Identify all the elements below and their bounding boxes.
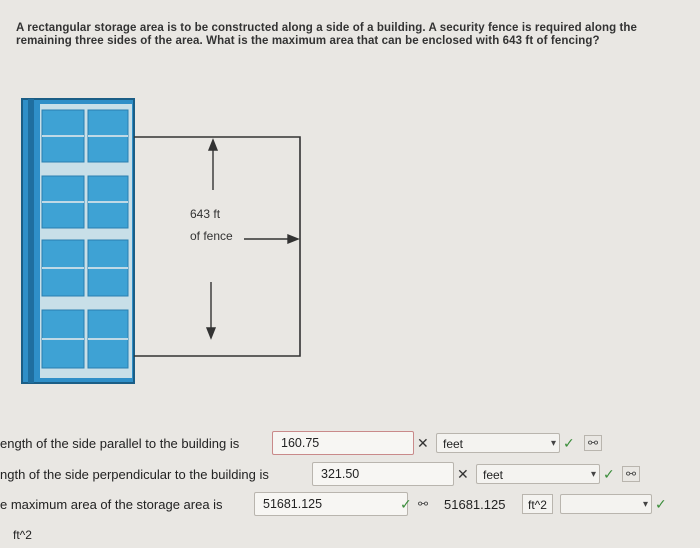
- fence-arrows: [205, 138, 300, 340]
- area-unit-select[interactable]: ▾: [560, 494, 652, 514]
- chevron-down-icon: ▾: [550, 438, 556, 449]
- correct-check-icon: ✓: [603, 465, 615, 482]
- incorrect-x-icon: ✕: [457, 465, 469, 482]
- perpendicular-label: ngth of the side perpendicular to the bu…: [0, 466, 269, 482]
- answer-row-perpendicular: ngth of the side perpendicular to the bu…: [0, 461, 700, 487]
- chevron-down-icon: ▾: [590, 469, 596, 480]
- area-repeat-value: 51681.125: [444, 496, 506, 512]
- fence-caption-label: of fence: [190, 229, 233, 243]
- answer-row-parallel: ength of the side parallel to the buildi…: [0, 430, 700, 456]
- fence-outline: [134, 136, 301, 357]
- trailing-unit-box[interactable]: ft^2: [13, 528, 32, 542]
- parallel-label: ength of the side parallel to the buildi…: [0, 435, 240, 451]
- answer-row-area: e maximum area of the storage area is 51…: [0, 491, 700, 517]
- link-icon[interactable]: ⚯: [622, 466, 641, 482]
- area-label: e maximum area of the storage area is: [0, 496, 223, 512]
- problem-text: A rectangular storage area is to be cons…: [16, 22, 638, 47]
- perpendicular-value-field[interactable]: 321.50: [312, 462, 454, 486]
- correct-check-icon: ✓: [563, 434, 575, 451]
- link-icon[interactable]: ⚯: [418, 497, 429, 511]
- link-icon[interactable]: ⚯: [584, 435, 603, 451]
- building-icon: [21, 98, 135, 384]
- area-value-field[interactable]: 51681.125: [254, 492, 408, 516]
- correct-check-icon: ✓: [400, 495, 412, 512]
- area-unit-box[interactable]: ft^2: [522, 494, 553, 514]
- incorrect-x-icon: ✕: [417, 434, 429, 451]
- chevron-down-icon: ▾: [642, 499, 648, 510]
- storage-area-figure: 643 ft of fence: [21, 98, 301, 384]
- perpendicular-unit-select[interactable]: feet ▾: [476, 464, 600, 484]
- fence-length-label: 643 ft: [190, 207, 221, 221]
- correct-check-icon: ✓: [655, 495, 667, 512]
- answer-row-area-unit: ft^2: [0, 522, 200, 548]
- parallel-unit-select[interactable]: feet ▾: [436, 433, 560, 453]
- parallel-value-field[interactable]: 160.75: [272, 431, 414, 455]
